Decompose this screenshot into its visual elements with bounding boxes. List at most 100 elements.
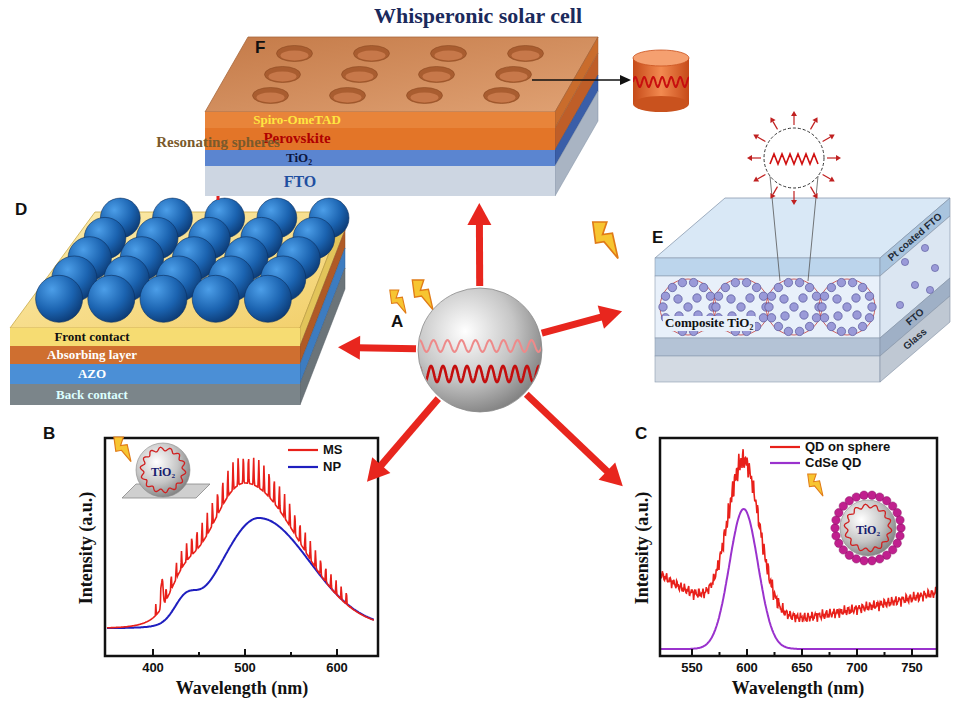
arrow-shaft	[542, 317, 603, 334]
nanoparticle	[721, 283, 729, 291]
flow-arrow	[467, 203, 491, 286]
nanoparticle	[843, 303, 851, 311]
zoom-line	[770, 176, 780, 281]
layer-band: Absorbing layer	[10, 346, 300, 364]
nanoparticle	[812, 292, 820, 300]
pointer-line	[532, 79, 621, 81]
scatter-arrow	[823, 175, 831, 180]
tick-label: 600	[736, 661, 758, 676]
resonance-wave	[416, 340, 544, 352]
scatter-arrow	[811, 187, 816, 195]
nanoparticle	[784, 278, 792, 286]
arrow-head	[598, 306, 622, 329]
panel-region: DFront contactAbsorbing layerAZOBack con…	[5, 195, 335, 412]
light-bolt	[412, 280, 433, 310]
quantum-dot	[893, 509, 901, 517]
arrow-head	[367, 457, 390, 482]
resonance-wave	[140, 447, 185, 492]
nanoparticle	[827, 322, 835, 330]
legend-line	[288, 466, 318, 468]
nanoparticle	[865, 292, 873, 300]
light-bolt	[390, 290, 406, 313]
nanoparticle	[852, 294, 860, 302]
glass-plate	[655, 258, 880, 276]
scatter-arrow	[753, 134, 759, 139]
nanoparticle	[848, 278, 856, 286]
panel-letter: E	[652, 228, 663, 248]
quantum-dot	[896, 516, 904, 524]
light-bolt	[808, 474, 823, 496]
axis-title: Wavelength (nm)	[176, 678, 309, 699]
top-face	[205, 37, 598, 112]
spectrum-chart-c	[660, 438, 937, 656]
scatter-arrow	[793, 116, 794, 125]
layer-band: Spiro-OmeTAD	[205, 112, 555, 128]
layer-band: TiO₂	[205, 150, 555, 166]
cavity	[512, 51, 540, 61]
resonating-sphere	[36, 275, 83, 322]
nanoparticle	[799, 294, 807, 302]
large-sphere	[766, 279, 822, 335]
panel-letter: F	[255, 38, 265, 58]
cavity	[334, 93, 362, 103]
cavity	[281, 51, 309, 61]
layer-name: Spiro-OmeTAD	[253, 113, 341, 128]
qd-sphere-curve	[660, 449, 936, 622]
quantum-dot	[868, 491, 876, 499]
nanoparticle	[737, 303, 745, 311]
arrow-shaft	[358, 348, 416, 349]
quantum-dot	[832, 516, 840, 524]
flow-arrow	[338, 336, 416, 360]
nanoparticle	[834, 312, 842, 320]
quantum-dot	[860, 557, 868, 565]
layer-name: Absorbing layer	[47, 348, 137, 363]
layer-name: Front contact	[54, 330, 129, 345]
side-face	[880, 296, 950, 382]
scatter-arrow	[752, 157, 761, 158]
layer-name: TiO₂	[286, 151, 312, 166]
figure-title: Whisperonic solar cell	[374, 3, 582, 28]
scatter-arrow	[758, 137, 766, 142]
nanoparticle	[827, 283, 835, 291]
scatter-arrow	[770, 193, 775, 199]
composite-layer	[655, 276, 880, 338]
scatter-arrow	[773, 187, 778, 195]
layer-band: Composite TiO₂	[655, 276, 880, 338]
np-curve	[107, 518, 374, 628]
cavity	[484, 88, 520, 104]
tick-label: 550	[681, 661, 703, 676]
cavity	[257, 93, 285, 103]
nanoparticle	[805, 283, 813, 291]
microsphere	[136, 443, 190, 497]
nanoparticle	[767, 314, 775, 322]
legend-text: NP	[323, 460, 341, 475]
layer-name: AZO	[78, 367, 106, 382]
panel-letter: D	[15, 200, 27, 220]
cavity	[496, 67, 532, 83]
panel-letter: A	[391, 312, 403, 332]
resonance-wave	[416, 340, 544, 382]
legend-text: QD on sphere	[805, 440, 890, 455]
resonance-wave	[633, 77, 689, 87]
sphere-label: TiO₂	[151, 466, 175, 480]
nanoparticle	[800, 311, 808, 319]
plot-frame	[105, 438, 378, 656]
perovskite-cell-drawing	[205, 37, 689, 196]
cavity	[342, 67, 378, 83]
nanoparticle	[833, 295, 841, 303]
light-bolt	[114, 437, 131, 462]
cylinder-base	[633, 96, 689, 112]
arrow-head	[467, 203, 491, 225]
nanoparticle	[674, 295, 682, 303]
nanoparticle	[714, 292, 722, 300]
glass-layer	[655, 356, 880, 382]
quantum-dot	[860, 491, 868, 499]
resonating-sphere	[244, 275, 291, 322]
scatter-arrow	[747, 111, 841, 205]
cavity	[346, 72, 374, 82]
nanoparticle	[780, 295, 788, 303]
cavity	[358, 51, 386, 61]
layer-band: Front contact	[10, 328, 300, 346]
quantum-dot	[897, 524, 905, 532]
